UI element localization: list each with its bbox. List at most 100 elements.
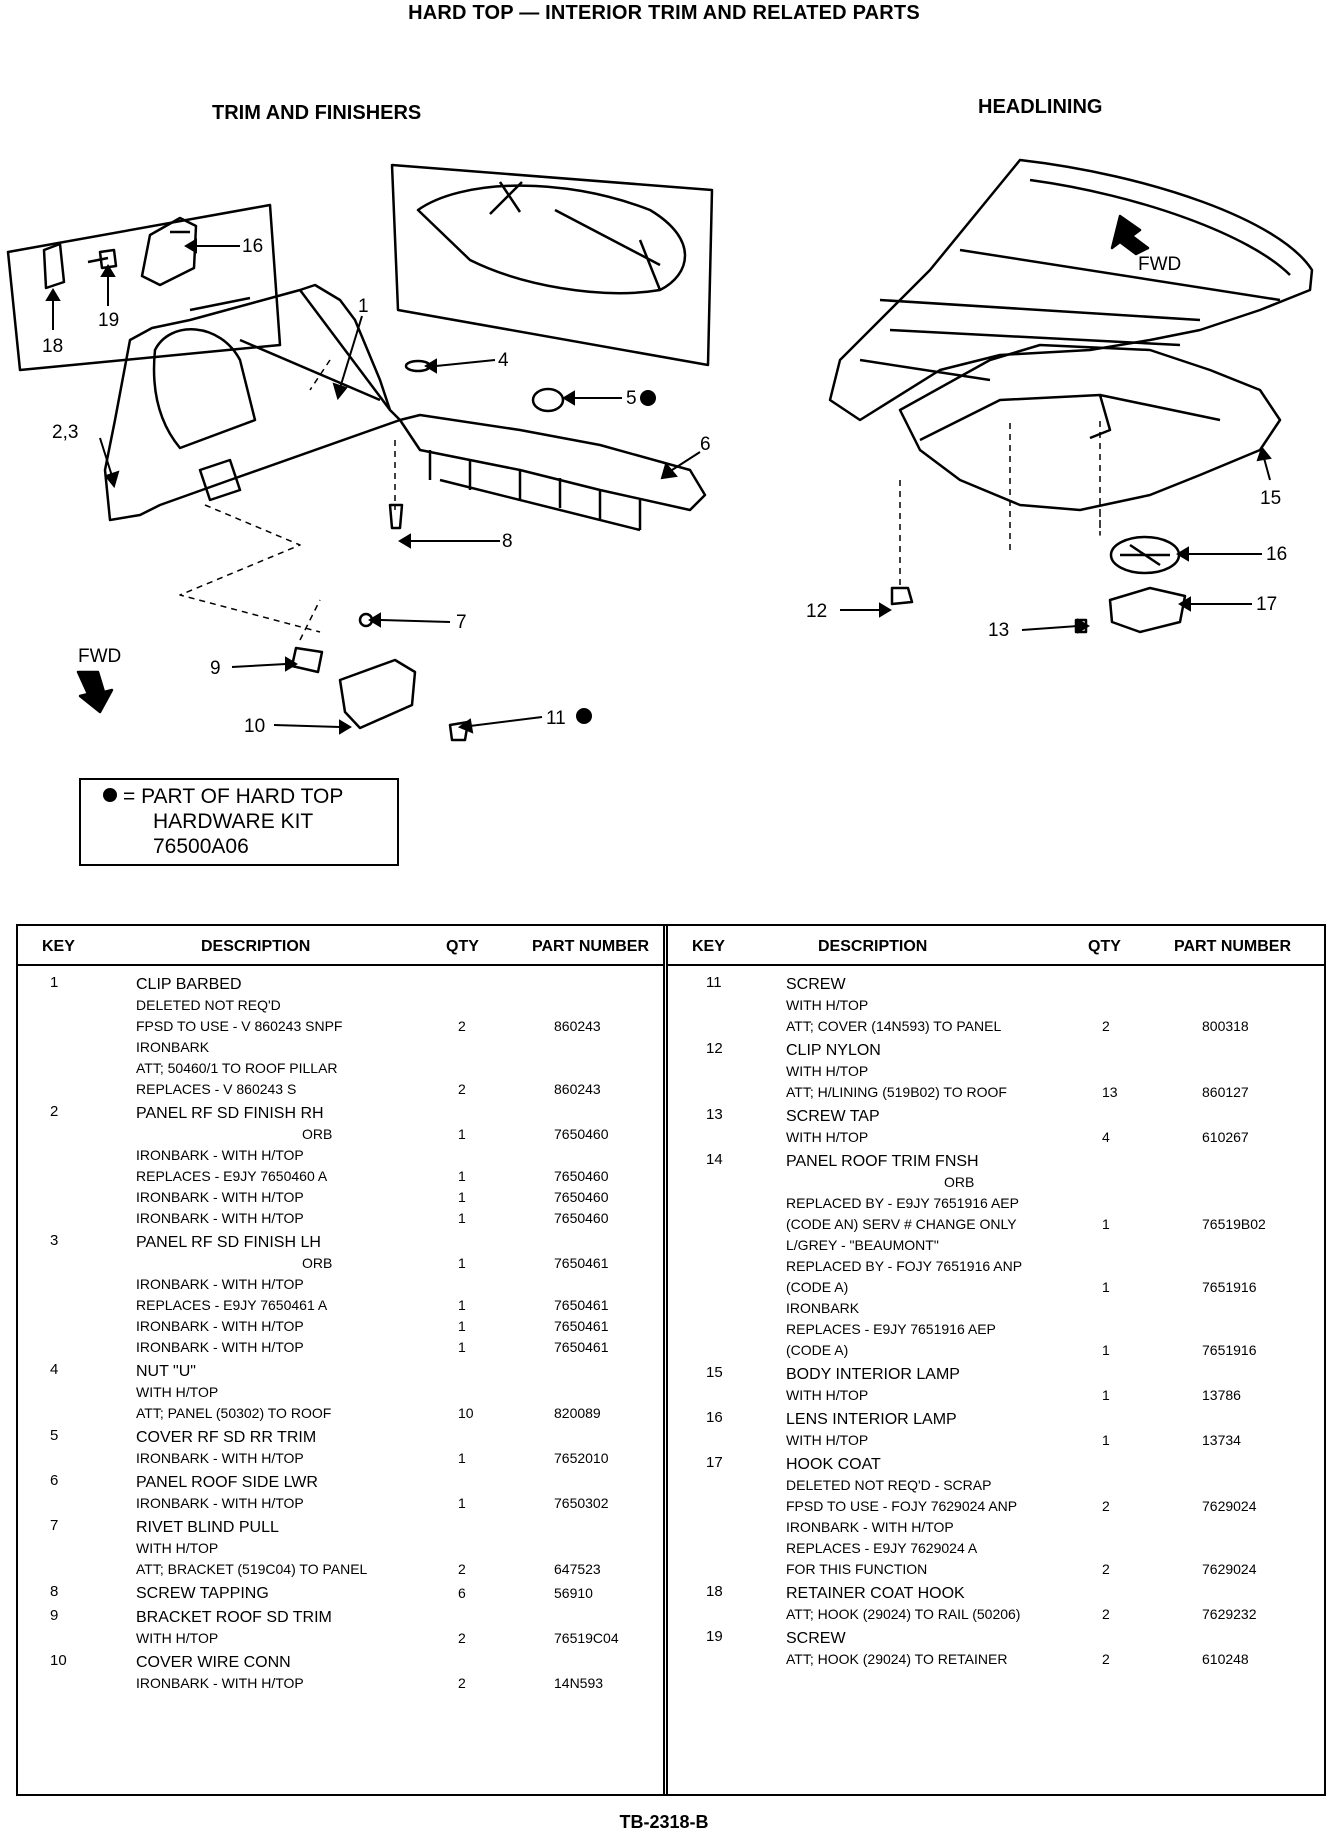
legend-line-3: 76500A06: [153, 835, 249, 858]
quantity: 2: [458, 1018, 466, 1034]
header-part-number: PART NUMBER: [532, 938, 650, 955]
part-note: IRONBARK: [136, 1039, 210, 1055]
part-name: CLIP BARBED: [136, 976, 242, 993]
part-name: SCREW TAPPING: [136, 1585, 269, 1602]
callout-8: 8: [502, 531, 513, 552]
rear-window: [416, 184, 687, 295]
part-note: ATT; HOOK (29024) TO RETAINER: [786, 1651, 1008, 1667]
quantity: 1: [1102, 1342, 1110, 1358]
row-key: 17: [706, 1454, 723, 1471]
part-number: 7650460: [554, 1210, 609, 1226]
part-note: IRONBARK - WITH H/TOP: [136, 1210, 304, 1226]
section-title-headlining: HEADLINING: [978, 96, 1103, 118]
part-number: 7650461: [554, 1255, 609, 1271]
wire-cover-part: [338, 658, 417, 730]
window-inset: [390, 163, 714, 367]
part-note: ORB: [944, 1174, 975, 1190]
part-note: REPLACES - E9JY 7629024 A: [786, 1540, 978, 1556]
part-number: 14N593: [554, 1675, 604, 1691]
fwd-arrow-right: [1110, 214, 1150, 256]
part-note: ATT; HOOK (29024) TO RAIL (50206): [786, 1606, 1021, 1622]
drawing-number: TB-2318-B: [619, 1812, 709, 1832]
row-line: L/GREY - "BEAUMONT": [668, 1235, 1324, 1256]
row-line: PANEL RF SD FINISH RH: [18, 1103, 663, 1124]
part-note: L/GREY - "BEAUMONT": [786, 1237, 939, 1253]
row-line: SCREW: [668, 974, 1324, 995]
part-number: 7650460: [554, 1168, 609, 1184]
coat-hook-part: [140, 216, 198, 287]
quantity: 1: [458, 1168, 466, 1184]
row-key: 10: [50, 1652, 67, 1669]
part-number: 13734: [1202, 1432, 1241, 1448]
part-name: PANEL ROOF SIDE LWR: [136, 1474, 318, 1491]
quantity: 2: [458, 1561, 466, 1577]
row-line: PANEL ROOF SIDE LWR: [18, 1472, 663, 1493]
row-line: NUT "U": [18, 1361, 663, 1382]
row-line: CLIP BARBED: [18, 974, 663, 995]
part-note: ATT; COVER (14N593) TO PANEL: [786, 1018, 1002, 1034]
part-note: WITH H/TOP: [786, 997, 869, 1013]
row-key: 13: [706, 1106, 723, 1123]
quantity: 13: [1102, 1084, 1118, 1100]
part-note: REPLACES - E9JY 7651916 AEP: [786, 1321, 996, 1337]
row-line: ATT; 50460/1 TO ROOF PILLAR: [18, 1058, 663, 1079]
quantity: 1: [458, 1126, 466, 1142]
quantity: 1: [1102, 1216, 1110, 1232]
callout-11: 11: [546, 708, 566, 729]
part-name: RETAINER COAT HOOK: [786, 1585, 965, 1602]
part-note: FPSD TO USE - FOJY 7629024 ANP: [786, 1498, 1018, 1514]
quantity: 2: [458, 1675, 466, 1691]
row-line: COVER WIRE CONN: [18, 1652, 663, 1673]
bullet-icon: [103, 788, 117, 803]
callout-4: 4: [498, 350, 509, 371]
quantity: 6: [458, 1585, 466, 1601]
part-name: SCREW TAP: [786, 1108, 880, 1125]
header-key: KEY: [692, 938, 725, 955]
part-number: 647523: [554, 1561, 601, 1577]
part-number: 7651916: [1202, 1279, 1257, 1295]
trim-cover-part: [531, 387, 565, 413]
headlining-panel: [898, 343, 1282, 512]
table-header: KEY DESCRIPTION QTY PART NUMBER: [668, 926, 1324, 966]
callout-17: 16: [242, 236, 263, 257]
part-note: WITH H/TOP: [136, 1384, 219, 1400]
row-key: 3: [50, 1232, 59, 1249]
part-name: PANEL ROOF TRIM FNSH: [786, 1153, 979, 1170]
part-name: BODY INTERIOR LAMP: [786, 1366, 960, 1383]
quantity: 2: [1102, 1498, 1110, 1514]
row-key: 19: [706, 1628, 723, 1645]
row-line: DELETED NOT REQ'D: [18, 995, 663, 1016]
part-number: 860243: [554, 1081, 601, 1097]
part-note: IRONBARK - WITH H/TOP: [136, 1450, 304, 1466]
quantity: 1: [458, 1318, 466, 1334]
part-number: 76519B02: [1202, 1216, 1266, 1232]
roof-pillar-panel: [103, 283, 402, 522]
row-line: IRONBARK - WITH H/TOP: [18, 1145, 663, 1166]
part-note: WITH H/TOP: [786, 1129, 869, 1145]
row-line: REPLACED BY - FOJY 7651916 ANP: [668, 1256, 1324, 1277]
row-key: 5: [50, 1427, 59, 1444]
row-line: DELETED NOT REQ'D - SCRAP: [668, 1475, 1324, 1496]
part-note: REPLACES - E9JY 7650460 A: [136, 1168, 328, 1184]
row-line: REPLACED BY - E9JY 7651916 AEP: [668, 1193, 1324, 1214]
row-line: WITH H/TOP: [668, 995, 1324, 1016]
part-number: 7650461: [554, 1297, 609, 1313]
header-part-number: PART NUMBER: [1174, 938, 1292, 955]
row-line: REPLACES - E9JY 7629024 A: [668, 1538, 1324, 1559]
legend-line-2: HARDWARE KIT: [153, 810, 314, 833]
